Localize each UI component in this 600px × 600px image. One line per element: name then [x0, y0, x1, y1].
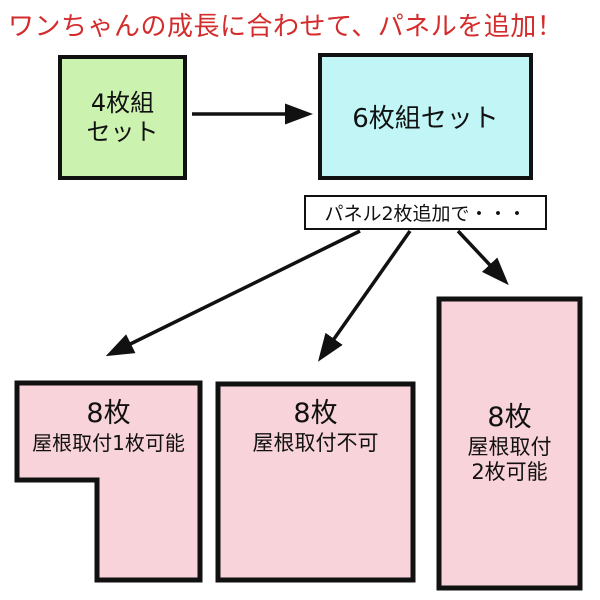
- option-1-text: 8枚 屋根取付1枚可能: [17, 397, 200, 455]
- option-2-box: [215, 381, 416, 583]
- arrow-note-to-option-3: [456, 229, 509, 286]
- option-3-note: 屋根取付 2枚可能: [467, 435, 552, 485]
- arrow-note-to-option-2: [317, 229, 412, 362]
- option-2-text: 8枚 屋根取付不可: [218, 397, 413, 456]
- arrow-note-to-option-1: [105, 229, 361, 357]
- option-2-note: 屋根取付不可: [252, 430, 379, 455]
- six-set-label: 6枚組セット: [352, 104, 499, 134]
- option-1-note: 屋根取付1枚可能: [32, 430, 185, 455]
- start-set-box: [58, 55, 187, 180]
- option-3-text: 8枚 屋根取付 2枚可能: [439, 299, 580, 588]
- note-box-label: パネル2枚追加で・・・: [324, 203, 527, 225]
- six-set-box: [318, 53, 533, 180]
- option-1-count: 8枚: [86, 398, 131, 429]
- option-1-lshape: [14, 380, 203, 583]
- option-3-count: 8枚: [487, 402, 532, 434]
- diagram-title: ワンちゃんの成長に合わせて、パネルを追加！: [8, 12, 564, 42]
- start-set-label: 4枚組 セット: [86, 88, 159, 146]
- note-box: [304, 195, 547, 230]
- option-2-count: 8枚: [293, 398, 338, 429]
- option-3-box: [436, 296, 583, 591]
